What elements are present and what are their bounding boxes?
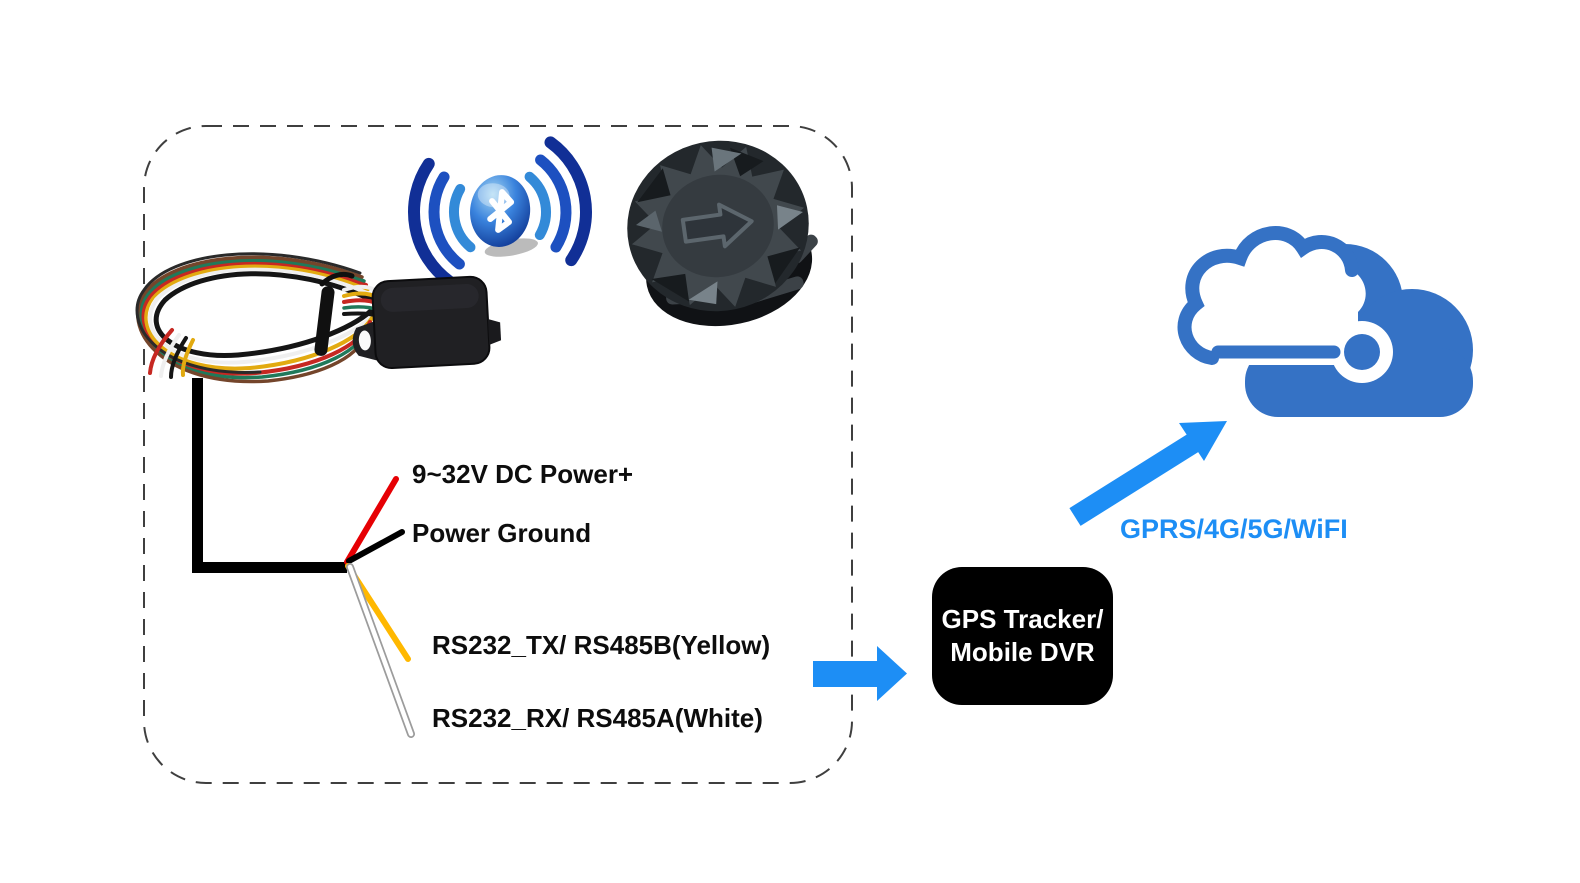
cloud-small-outline <box>1177 226 1359 365</box>
device-body-highlight <box>380 284 479 312</box>
bluetooth-wave-left-outer <box>408 157 456 288</box>
cap-shadow-wedge <box>651 273 690 302</box>
wire-rs232-rx <box>347 564 414 737</box>
cap-shadow-wedge <box>767 247 801 284</box>
fuel-sensor-cap-icon <box>627 140 818 327</box>
cap-highlight-facet <box>711 147 742 172</box>
wire-power-plus <box>344 476 399 565</box>
arrow-up-right-shaft <box>1069 434 1199 526</box>
label-power-ground: Power Ground <box>412 518 592 548</box>
gps-tracker-box-line1: GPS Tracker/ <box>941 604 1104 634</box>
arrow-up-right-icon <box>1069 421 1227 526</box>
main-cable <box>192 378 347 573</box>
cap-arrow-emboss <box>680 202 754 249</box>
bluetooth-icon <box>408 136 592 288</box>
gps-tracker-box: GPS Tracker/ Mobile DVR <box>932 567 1113 705</box>
wire-tips <box>148 328 195 379</box>
cloud-small-fill <box>1184 233 1366 358</box>
cloud-connector-dot <box>1344 334 1380 370</box>
connectivity-label: GPRS/4G/5G/WiFI <box>1120 514 1348 544</box>
cap-highlight-facet <box>688 281 718 305</box>
arrow-up-right-head <box>1179 421 1227 461</box>
device-mount-hole <box>358 330 371 351</box>
cap-highlight-facet <box>776 205 803 230</box>
bluetooth-wave-left-inner <box>449 183 476 253</box>
arrow-right-icon <box>813 646 907 701</box>
label-power-plus: 9~32V DC Power+ <box>412 459 634 489</box>
bluetooth-wave-left-middle <box>428 171 465 270</box>
cap-shadow-wedge <box>637 168 671 203</box>
cable-tie <box>314 286 335 356</box>
breakout-wiring <box>192 378 415 738</box>
gps-tracker-box-line2: Mobile DVR <box>950 637 1095 667</box>
bluetooth-wave-right-inner <box>524 171 551 241</box>
sensor-kit-group-box <box>143 125 853 784</box>
bluetooth-wave-right-outer <box>544 136 592 267</box>
wired-sensor-device-icon <box>135 252 502 384</box>
cloud-icon <box>1177 226 1473 417</box>
label-rs232-tx: RS232_TX/ RS485B(Yellow) <box>432 630 771 660</box>
device-side-tab <box>487 318 502 345</box>
label-rs232-rx: RS232_RX/ RS485A(White) <box>432 703 763 733</box>
bluetooth-rune <box>487 189 515 233</box>
cable-tie-tail <box>319 271 355 287</box>
cap-highlight-facet <box>636 210 662 232</box>
device-housing <box>352 275 502 370</box>
bluetooth-wave-right-middle <box>535 154 572 253</box>
wire-power-ground <box>346 529 405 564</box>
